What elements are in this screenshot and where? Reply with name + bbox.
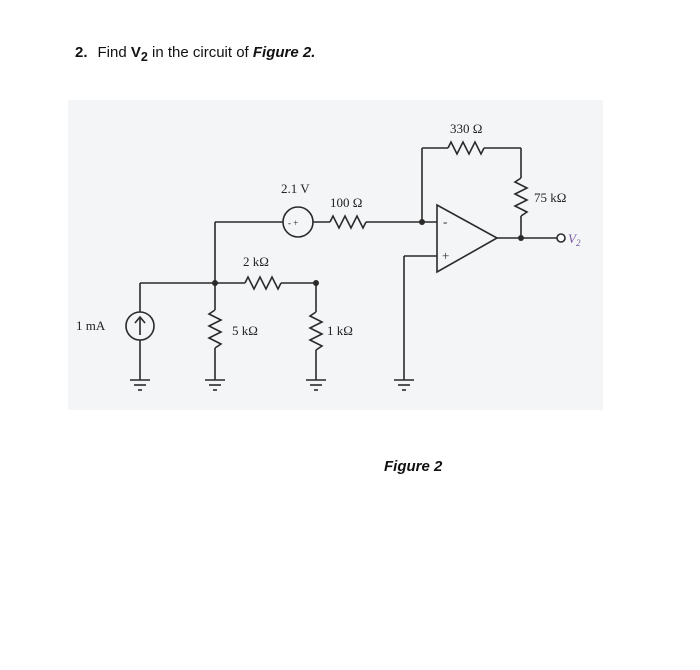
label-r2k: 2 kΩ xyxy=(243,254,269,269)
label-opamp-plus: + xyxy=(442,248,449,263)
junction-node-a xyxy=(212,280,218,286)
figure-caption: Figure 2 xyxy=(384,458,443,475)
label-output: V2 xyxy=(568,231,581,248)
ground-symbol-5k xyxy=(205,379,225,391)
ground-symbol-1k xyxy=(306,379,326,391)
label-r330: 330 Ω xyxy=(450,121,482,136)
question-prefix: Find xyxy=(97,44,131,61)
label-r5k: 5 kΩ xyxy=(232,323,258,338)
ground-symbol-is xyxy=(130,379,150,391)
circuit-panel xyxy=(68,100,603,410)
resistor-100-zigzag xyxy=(329,214,367,230)
resistor-1k-zigzag xyxy=(308,311,324,351)
question-text: 2. Find V2 in the circuit of Figure 2. xyxy=(75,44,315,64)
question-variable: V2 xyxy=(130,44,148,64)
label-current-source: 1 mA xyxy=(76,318,106,333)
resistor-330-zigzag xyxy=(447,140,485,156)
label-r100: 100 Ω xyxy=(330,195,362,210)
question-number: 2. xyxy=(75,44,88,61)
ground-symbol-plus xyxy=(394,379,414,391)
label-voltage-source: 2.1 V xyxy=(281,181,310,196)
label-r75k: 75 kΩ xyxy=(534,190,566,205)
opamp-body xyxy=(436,203,499,274)
label-vsource-polarity: - + xyxy=(288,218,298,228)
junction-node-b xyxy=(313,280,319,286)
resistor-75k-zigzag xyxy=(513,177,529,217)
junction-output xyxy=(518,235,524,241)
resistor-2k-zigzag xyxy=(244,275,282,291)
question-figure-ref: Figure 2. xyxy=(252,44,316,61)
label-r1k: 1 kΩ xyxy=(327,323,353,338)
output-terminal xyxy=(556,233,566,243)
question-middle: in the circuit of xyxy=(147,44,253,61)
junction-feedback xyxy=(419,219,425,225)
resistor-5k-zigzag xyxy=(207,309,223,349)
label-opamp-minus: - xyxy=(443,214,447,229)
